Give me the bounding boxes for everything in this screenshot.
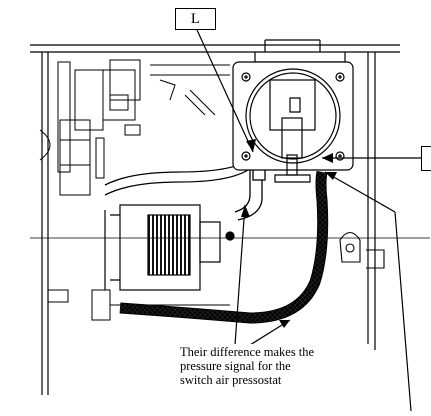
note-line-1: Their difference makes the <box>180 345 315 359</box>
note-line-3: switch air pressostat <box>180 373 282 387</box>
label-l-box: L <box>175 8 216 30</box>
right-clip <box>339 231 385 269</box>
pressure-note: Their difference makes the pressure sign… <box>178 344 372 388</box>
label-l: L <box>190 10 201 27</box>
label-h-box <box>421 146 431 171</box>
left-mechanics <box>30 59 430 321</box>
pressostat <box>232 61 354 183</box>
hatched-tube <box>119 170 329 324</box>
note-line-2: pressure signal for the <box>180 359 291 373</box>
arrow-heads <box>241 139 337 328</box>
fan-motor <box>104 204 235 291</box>
